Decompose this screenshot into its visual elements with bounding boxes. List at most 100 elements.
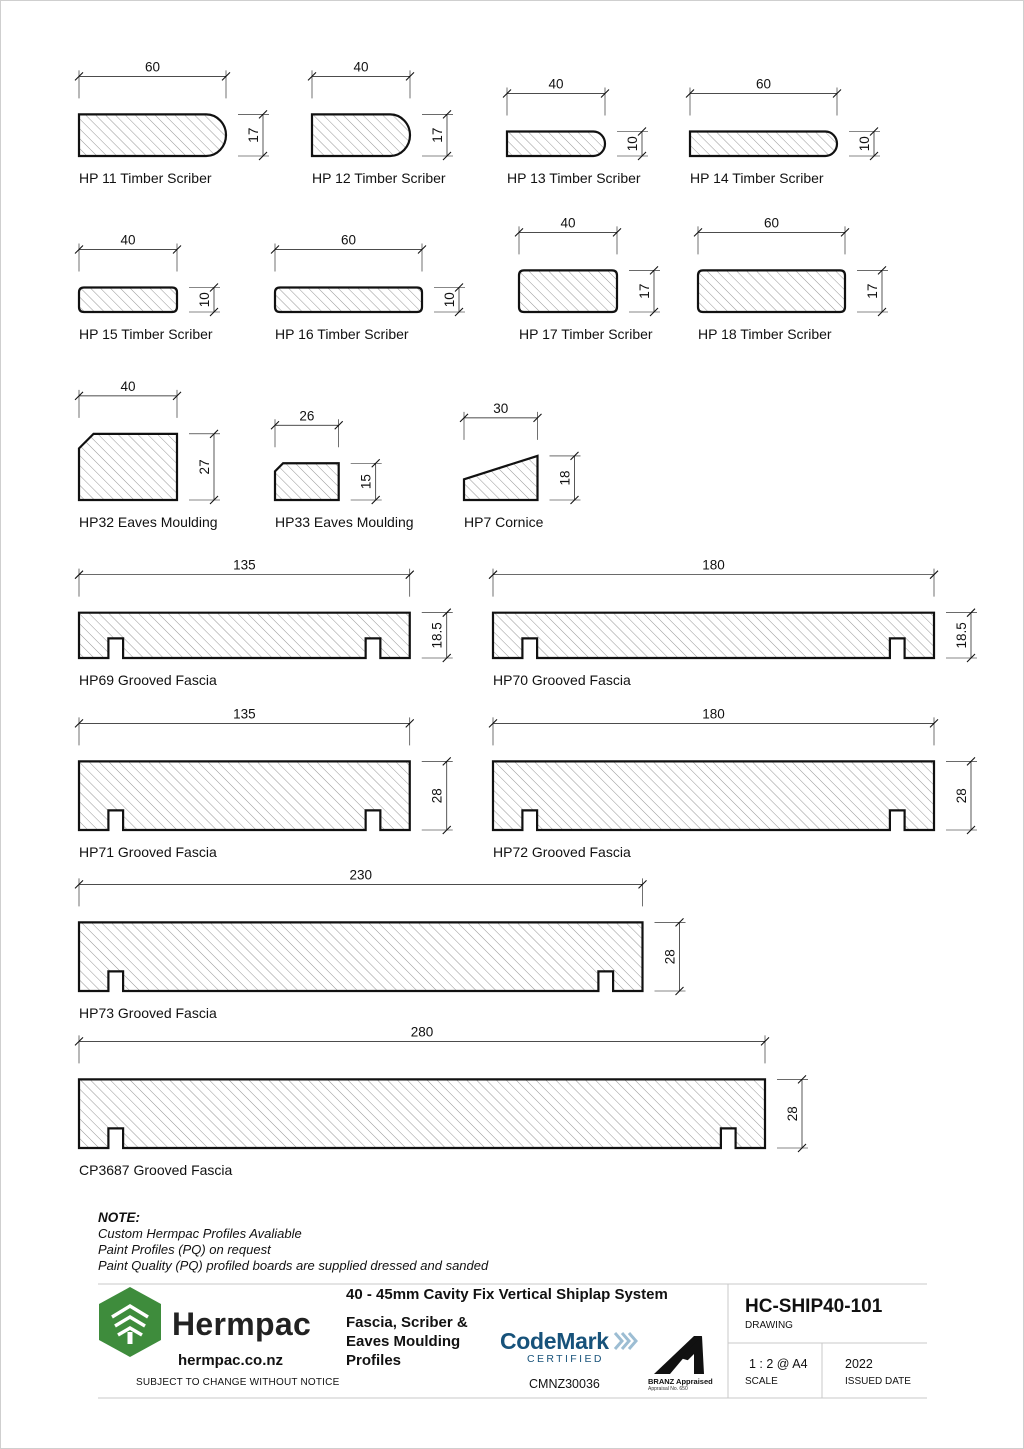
thickness-tick	[570, 495, 579, 505]
profile-section	[273, 462, 340, 502]
note-line-3: Paint Quality (PQ) profiled boards are s…	[98, 1258, 489, 1273]
thickness-tick	[570, 451, 579, 461]
profile-name: HP 15 Timber Scriber	[79, 326, 213, 342]
thickness-tick	[966, 608, 976, 618]
width-tick	[307, 71, 317, 81]
profile-section	[77, 432, 179, 502]
profile-section	[77, 760, 411, 832]
thickness-tick	[869, 151, 879, 161]
thickness-label: 17	[865, 284, 880, 299]
thickness-tick	[966, 757, 976, 766]
thickness-label: 10	[197, 292, 212, 307]
profile-name: HP33 Eaves Moulding	[275, 514, 414, 530]
width-tick	[405, 719, 415, 728]
thickness-tick	[258, 109, 268, 119]
width-tick	[74, 391, 84, 401]
thickness-tick	[442, 608, 452, 618]
thickness-tick	[675, 918, 684, 927]
width-label: 180	[702, 706, 725, 721]
width-label: 280	[411, 1024, 434, 1039]
width-tick	[74, 1037, 84, 1046]
width-label: 40	[560, 215, 575, 230]
width-tick	[514, 227, 524, 237]
note-line-1: Custom Hermpac Profiles Avaliable	[98, 1226, 302, 1241]
width-tick	[533, 413, 542, 423]
profile-name: HP 12 Timber Scriber	[312, 170, 446, 186]
profile-name: HP 18 Timber Scriber	[698, 326, 832, 342]
thickness-tick	[649, 265, 659, 275]
width-tick	[74, 570, 84, 580]
width-label: 40	[120, 233, 135, 248]
width-tick	[488, 719, 498, 728]
thickness-label: 10	[625, 136, 640, 151]
width-tick	[488, 570, 498, 580]
profile-section	[491, 760, 936, 832]
width-label: 26	[299, 408, 314, 423]
profile-name: HP71 Grooved Fascia	[79, 844, 217, 860]
thickness-tick	[877, 265, 887, 275]
thickness-tick	[637, 151, 647, 161]
profile-section	[77, 611, 411, 660]
thickness-tick	[442, 653, 452, 663]
thickness-tick	[877, 307, 887, 317]
width-tick	[840, 227, 850, 237]
width-tick	[600, 89, 610, 98]
thickness-label: 27	[197, 459, 212, 474]
thickness-tick	[209, 495, 219, 505]
thickness-tick	[371, 495, 381, 505]
width-tick	[405, 570, 415, 580]
profile-section	[77, 1078, 767, 1150]
profile-section	[517, 269, 619, 314]
profile-section	[462, 454, 539, 502]
profile-4: 60 10 HP 14 Timber Scriber	[685, 77, 880, 186]
thickness-label: 18.5	[430, 622, 445, 648]
thickness-tick	[442, 757, 452, 766]
thickness-label: 10	[857, 136, 872, 151]
width-tick	[832, 89, 842, 98]
profile-name: HP 14 Timber Scriber	[690, 170, 824, 186]
width-tick	[612, 227, 622, 237]
thickness-tick	[371, 458, 381, 468]
width-label: 135	[233, 558, 256, 573]
thickness-label: 28	[430, 788, 445, 803]
thickness-tick	[869, 127, 879, 136]
width-tick	[74, 71, 84, 81]
profile-section	[688, 130, 839, 158]
profile-name: HP73 Grooved Fascia	[79, 1005, 217, 1021]
thickness-tick	[637, 127, 647, 136]
thickness-tick	[966, 825, 976, 835]
width-tick	[405, 71, 415, 81]
profile-name: HP 13 Timber Scriber	[507, 170, 641, 186]
thickness-label: 28	[954, 788, 969, 803]
thickness-tick	[209, 307, 219, 317]
notes-title: NOTE:	[98, 1210, 140, 1225]
thickness-tick	[454, 307, 464, 317]
profile-name: HP70 Grooved Fascia	[493, 672, 631, 688]
thickness-tick	[649, 307, 659, 317]
thickness-tick	[454, 283, 464, 292]
note-line-2: Paint Profiles (PQ) on request	[98, 1242, 271, 1257]
thickness-tick	[442, 825, 452, 835]
thickness-tick	[209, 429, 219, 439]
profile-5: 40 10 HP 15 Timber Scriber	[74, 233, 220, 342]
thickness-label: 17	[430, 128, 445, 143]
width-tick	[172, 245, 182, 254]
width-tick	[760, 1037, 770, 1046]
profile-section	[310, 113, 412, 158]
thickness-tick	[797, 1075, 807, 1084]
profile-section	[505, 130, 607, 158]
width-label: 60	[145, 59, 160, 74]
width-label: 60	[756, 77, 771, 92]
profile-section	[77, 921, 644, 993]
thickness-label: 18.5	[954, 622, 969, 648]
